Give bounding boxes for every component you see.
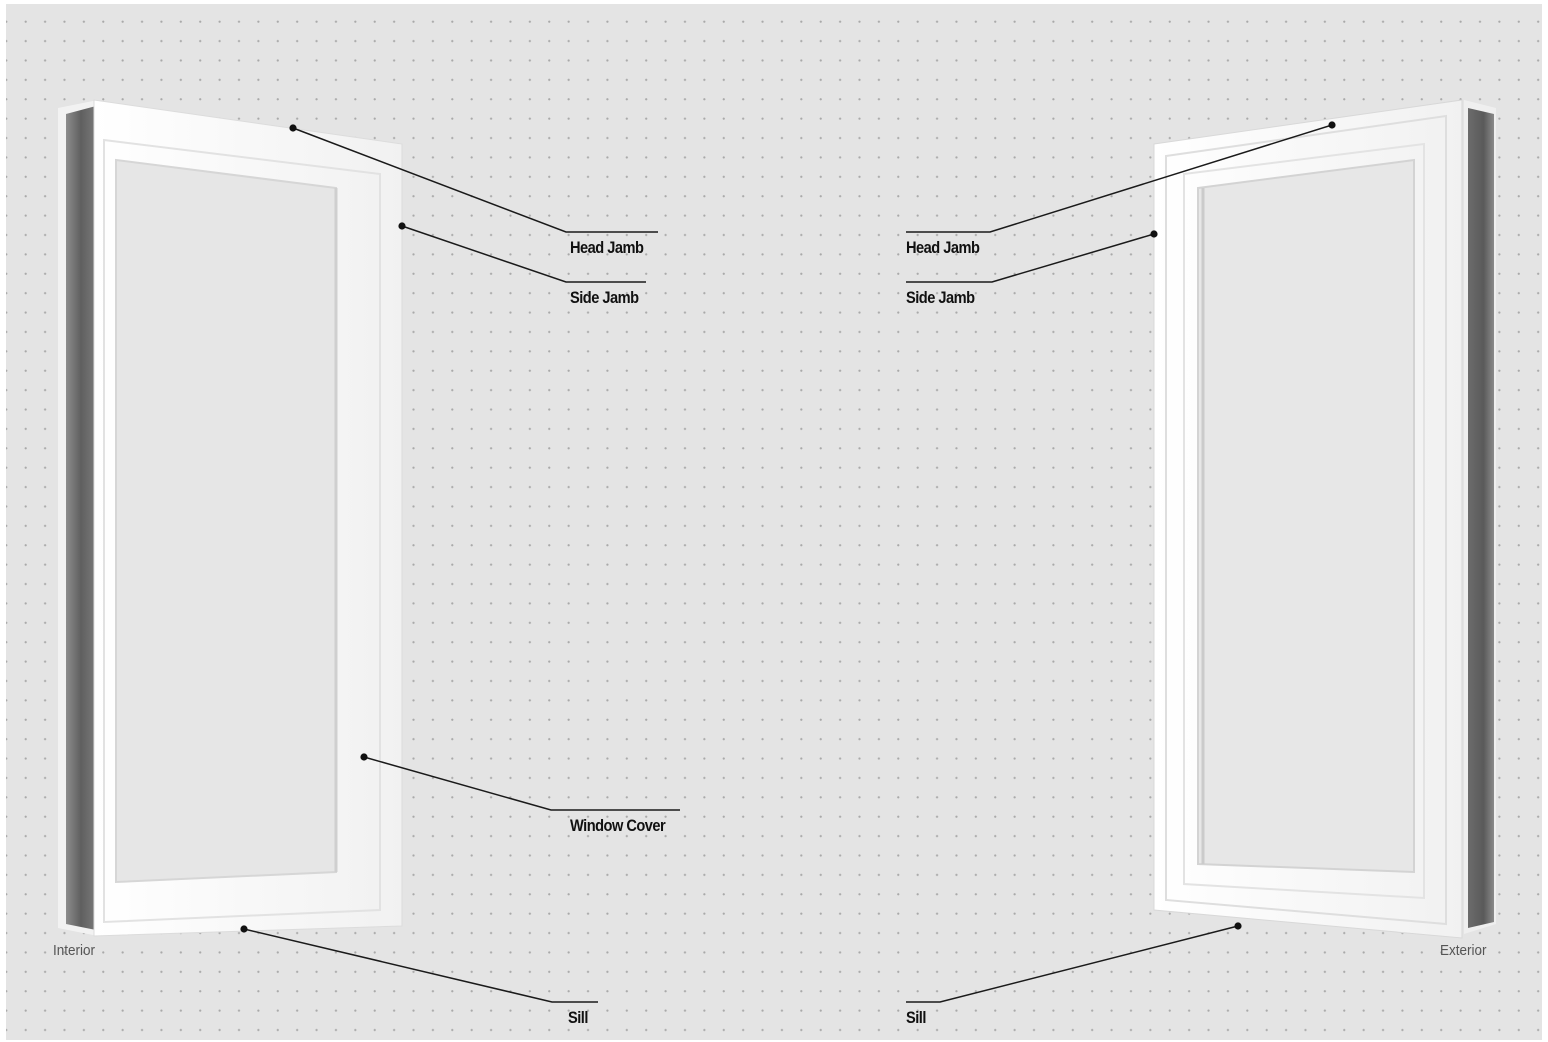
anchor-dot xyxy=(1328,121,1335,128)
label-head-jamb-interior: Head Jamb xyxy=(570,238,643,258)
exterior-frame-edge xyxy=(1468,108,1494,928)
leader-sill-right xyxy=(906,926,1238,1002)
interior-frame-edge xyxy=(66,106,96,930)
exterior-glass xyxy=(1198,160,1414,872)
anchor-dot xyxy=(360,753,367,760)
interior-glass xyxy=(116,160,336,882)
window-diagram-art xyxy=(6,4,1542,1040)
anchor-dot xyxy=(1234,922,1241,929)
label-sill-interior: Sill xyxy=(568,1008,588,1028)
exterior-window xyxy=(1154,100,1496,938)
anchor-dot xyxy=(240,925,247,932)
caption-exterior: Exterior xyxy=(1440,942,1487,960)
label-sill-exterior: Sill xyxy=(906,1008,926,1028)
caption-interior: Interior xyxy=(53,942,95,960)
label-window-cover-interior: Window Cover xyxy=(570,816,665,836)
leader-sill-left xyxy=(244,929,598,1002)
anchor-dot xyxy=(398,222,405,229)
label-side-jamb-exterior: Side Jamb xyxy=(906,288,974,308)
diagram-canvas: Head Jamb Side Jamb Window Cover Sill He… xyxy=(6,4,1542,1040)
anchor-dot xyxy=(1150,230,1157,237)
leader-window-cover-left xyxy=(364,757,680,810)
label-side-jamb-interior: Side Jamb xyxy=(570,288,638,308)
label-head-jamb-exterior: Head Jamb xyxy=(906,238,979,258)
interior-window xyxy=(58,100,402,936)
anchor-dot xyxy=(289,124,296,131)
